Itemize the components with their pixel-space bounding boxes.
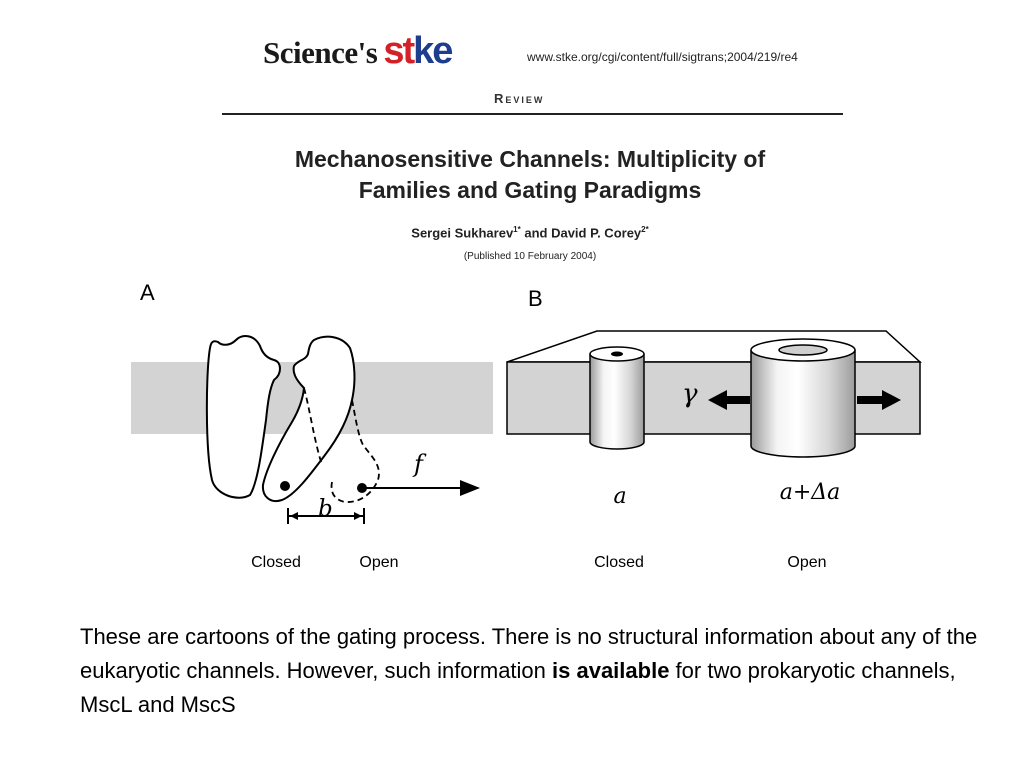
header-rule [222,113,843,115]
distance-label: b [318,496,333,522]
open-channel-body [751,350,855,446]
article-title: Mechanosensitive Channels: Multiplicity … [200,144,860,206]
tension-label: γ [682,379,698,409]
caption-text-end: for two prokaryotic channels, MscL and M… [80,658,956,717]
open-channel-pore [778,344,828,356]
figure-svg: A f b Closed Open B γ [131,280,922,571]
panel-a-closed-label: Closed [251,554,301,571]
logo-st-text: st [383,30,415,72]
published-date: (Published 10 February 2004) [463,251,597,262]
section-label: Review [494,91,545,106]
open-channel-bottom [750,445,856,458]
tension-arrow-right [857,390,901,410]
author-2: and David P. Corey [520,225,642,241]
panel-b-label: B [528,286,543,311]
author-2-affiliation: 2* [641,225,649,234]
title-line-1: Mechanosensitive Channels: Multiplicity … [294,146,766,172]
tension-arrow-left [708,390,750,410]
closed-channel-bottom [589,441,645,450]
open-area-label: a+Δa [780,480,841,505]
panel-b-open-label: Open [787,554,826,571]
slide-caption: These are cartoons of the gating process… [80,620,980,722]
title-line-2: Families and Gating Paradigms [358,177,702,203]
panel-a-open-label: Open [359,554,398,571]
force-label: f [412,450,427,478]
closed-area-label: a [613,484,626,509]
distance-arrow-right [354,512,362,520]
logo-ke-text: ke [413,30,453,72]
panel-a-label: A [140,280,155,305]
distance-arrow-left [290,512,298,520]
logo-science-text: Science's [263,35,378,70]
caption-bold-text: is available [552,658,670,683]
closed-subunit-left [205,335,281,499]
panel-b-closed-label: Closed [594,554,644,571]
closed-subunit-right [261,335,356,502]
closed-channel-pore [611,351,623,357]
open-anchor-dot [357,483,367,493]
author-1: Sergei Sukharev [411,225,514,241]
open-subunit-outline [303,387,380,503]
caption-text-start: These are cartoons of the gating process… [80,624,978,683]
article-url: www.stke.org/cgi/content/full/sigtrans;2… [527,50,798,64]
closed-anchor-dot [280,481,290,491]
membrane-b-top [506,330,922,363]
closed-channel-body [590,354,644,442]
authors: Sergei Sukharev1* and David P. Corey2* [200,225,860,240]
gating-figure: A f b Closed Open B γ [0,270,1024,590]
author-1-affiliation: 1* [513,225,521,234]
